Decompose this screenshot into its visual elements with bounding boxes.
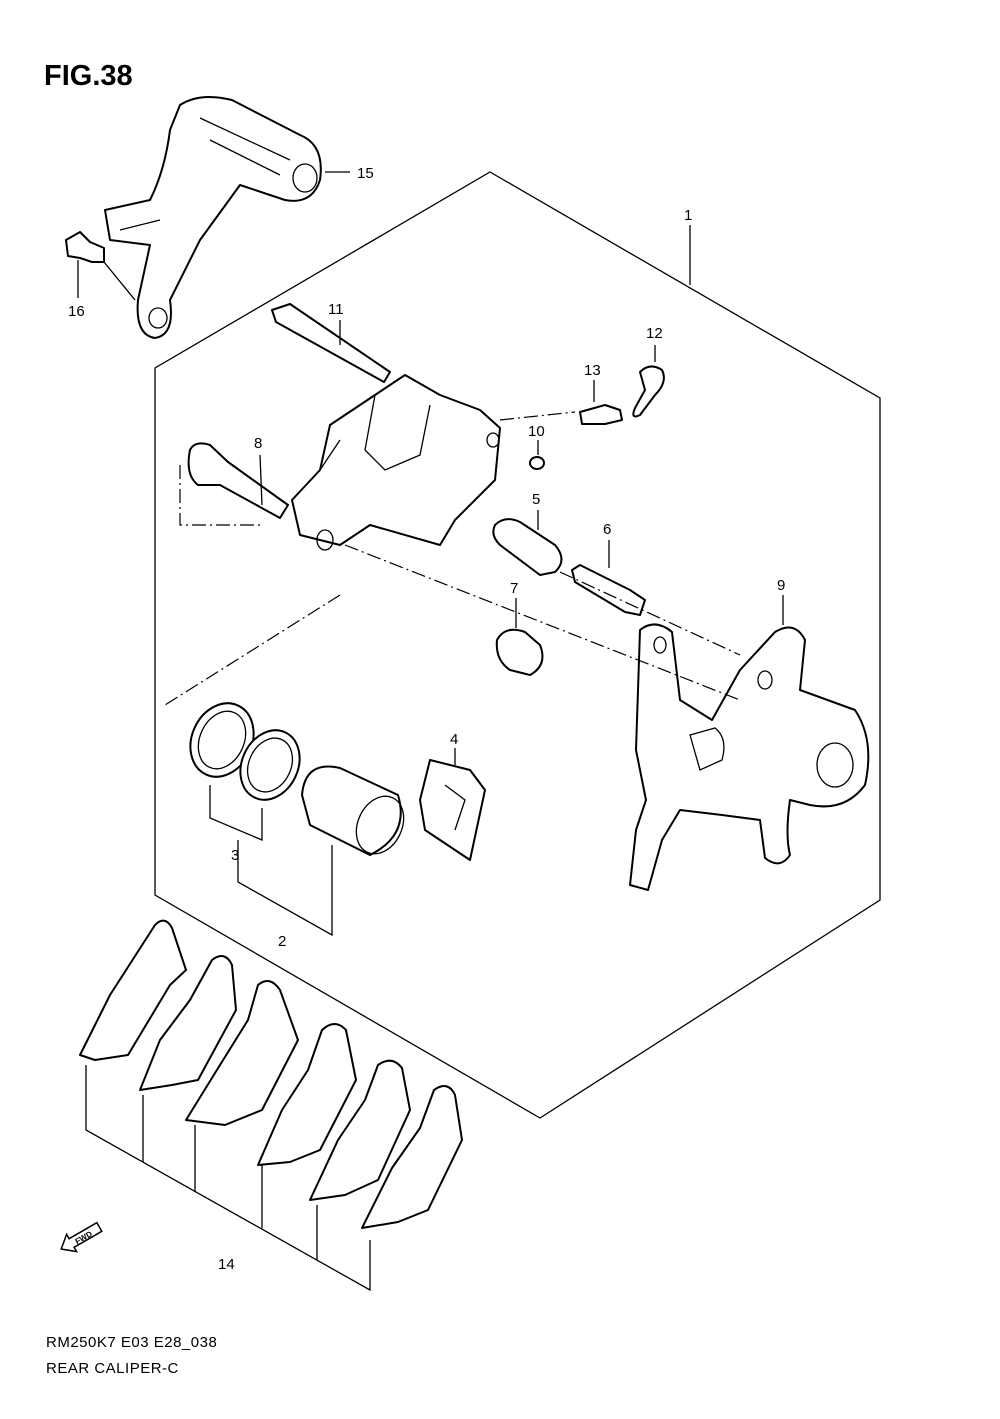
centerline-pin xyxy=(559,571,741,656)
forward-arrow-icon: FWD xyxy=(60,1221,103,1253)
leader-lines xyxy=(77,171,784,765)
piston-seals xyxy=(189,702,301,801)
callout-13: 13 xyxy=(584,362,601,379)
diagram-name: REAR CALIPER-C xyxy=(46,1360,179,1377)
callout-5: 5 xyxy=(532,491,540,508)
callout-2: 2 xyxy=(278,933,286,950)
callout-10: 10 xyxy=(528,423,545,440)
seal-piston-bracket xyxy=(209,785,333,937)
callout-9: 9 xyxy=(777,577,785,594)
callout-11: 11 xyxy=(328,301,344,318)
bleeder-cap xyxy=(632,365,665,418)
callout-15: 15 xyxy=(357,165,374,182)
callout-8: 8 xyxy=(254,435,262,452)
callout-6: 6 xyxy=(603,521,611,538)
centerline-left xyxy=(179,465,260,526)
sleeve-5 xyxy=(492,518,563,576)
brake-pads xyxy=(79,919,463,1229)
diagram-code: RM250K7 E03 E28_038 xyxy=(46,1334,218,1351)
assembly-outline xyxy=(154,171,881,1119)
pad-group-bracket xyxy=(85,1065,371,1292)
caliper-bracket xyxy=(629,623,870,891)
callout-3: 3 xyxy=(231,847,239,864)
piston xyxy=(301,765,405,856)
figure-title: FIG.38 xyxy=(44,60,133,92)
bracket-part xyxy=(104,95,322,339)
slide-pin-11 xyxy=(271,303,391,383)
slide-pin-8 xyxy=(187,442,289,519)
caliper-body xyxy=(291,374,501,551)
pin-6 xyxy=(571,564,646,616)
callout-16: 16 xyxy=(68,303,85,320)
centerline-lower xyxy=(164,594,341,706)
bolt-part xyxy=(65,231,136,301)
callout-12: 12 xyxy=(646,325,663,342)
o-ring-10 xyxy=(529,456,545,470)
bleeder-valve xyxy=(579,404,623,425)
callout-7: 7 xyxy=(510,580,518,597)
centerline-top xyxy=(499,411,576,421)
callout-14: 14 xyxy=(218,1256,235,1273)
pad-spring xyxy=(419,759,486,861)
boot-7 xyxy=(495,628,544,676)
callout-4: 4 xyxy=(450,731,458,748)
callout-1: 1 xyxy=(684,207,692,224)
